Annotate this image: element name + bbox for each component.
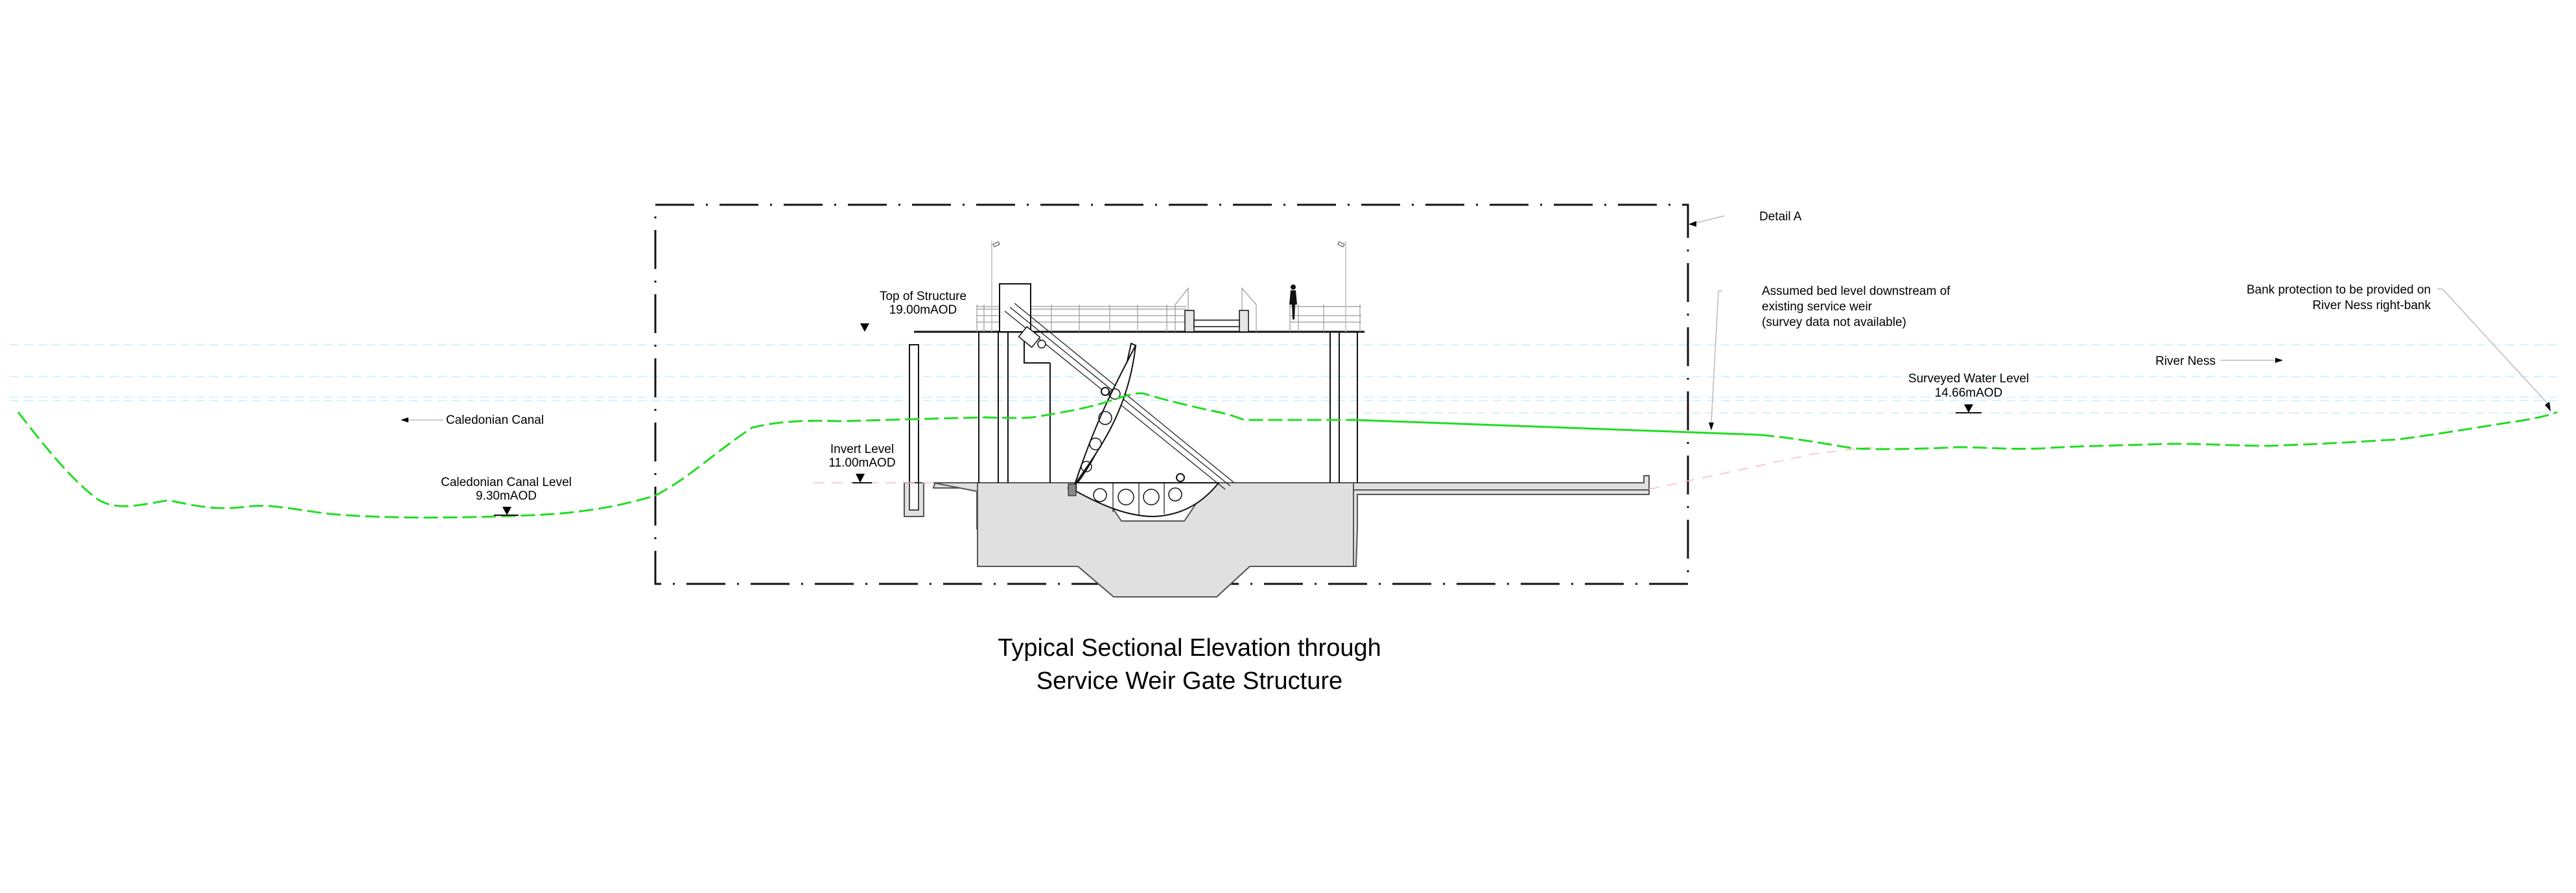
gate-body (1074, 345, 1136, 485)
cctv-pole-left (991, 241, 1000, 332)
pivot (1037, 340, 1046, 349)
ground-profile-left (17, 392, 1355, 519)
gate-void (1143, 489, 1160, 505)
top-of-structure-label: Top of Structure (880, 290, 966, 303)
gate-void (1118, 489, 1134, 505)
gate-void (1093, 488, 1107, 502)
down-triangle-icon (856, 474, 865, 483)
down-triangle-icon (860, 323, 869, 332)
caledonian-canal-label: Caledonian Canal (446, 413, 544, 427)
arrow-left-icon (1689, 221, 1696, 227)
camera-icon (1337, 241, 1345, 248)
river-ness-label: River Ness (2155, 354, 2216, 368)
caledonian-canal-level-value: 9.30mAOD (476, 489, 537, 503)
control-kiosk (999, 283, 1031, 332)
bank-protection-label-line1: Bank protection to be provided on (2247, 283, 2431, 297)
top-of-structure-level: 19.00mAOD (889, 303, 957, 317)
assumed-bed-label-line3: (survey data not available) (1762, 316, 1906, 329)
water-reference-lines (10, 344, 2560, 413)
ground-profile-right (1759, 411, 2558, 450)
hinge-block (1068, 483, 1077, 496)
level-marker-canal (494, 507, 519, 516)
detail-a-label: Detail A (1759, 210, 1802, 224)
level-marker-surveyed-water (1956, 404, 1982, 413)
cutoff-post-base (909, 482, 919, 511)
gate-void (1168, 487, 1182, 502)
ground-profile-bed (1354, 419, 1761, 436)
gate-body (1075, 482, 1221, 518)
concrete-base (933, 475, 1650, 597)
caledonian-canal-level-label: Caledonian Canal Level (441, 476, 572, 489)
rail-posts (976, 305, 1361, 332)
gate-void (1081, 461, 1092, 472)
gate-leaf-raised (1068, 342, 1137, 492)
cutoff-post (909, 344, 919, 504)
arrow-right-icon (2275, 358, 2283, 363)
pivot (1101, 387, 1110, 396)
down-triangle-icon (2545, 402, 2551, 412)
down-triangle-icon (1709, 423, 1714, 430)
down-triangle-icon (502, 507, 511, 515)
gate-void (1089, 437, 1102, 450)
footbridge (1193, 319, 1240, 327)
bank-protection-label-line2: River Ness right-bank (2312, 299, 2431, 312)
pivot (1176, 473, 1185, 482)
detail-a-leader (1692, 215, 1725, 224)
drawing-title-line1: Typical Sectional Elevation through (998, 634, 1381, 662)
deck-railing (976, 287, 1361, 332)
cctv-pole-right (1337, 241, 1346, 332)
assumed-bed-line (1648, 445, 1882, 490)
person-icon (1289, 284, 1297, 319)
assumed-bed-leader (1711, 290, 1722, 423)
actuator-head (1018, 325, 1041, 349)
downstream-apron (1353, 475, 1650, 491)
piers (978, 332, 1358, 483)
actuator-housing (1024, 332, 1050, 364)
arrow-left-icon (401, 417, 408, 423)
camera-icon (992, 241, 1000, 248)
gate-leaf-lowered (1068, 482, 1221, 518)
gate-void (1109, 388, 1121, 400)
assumed-bed-label-line1: Assumed bed level downstream of (1762, 284, 1950, 298)
bridge-support (1239, 310, 1249, 332)
level-marker-top-of-structure (860, 323, 869, 332)
surveyed-water-level-value: 14.66mAOD (1935, 386, 2003, 400)
down-triangle-icon (1964, 404, 1973, 413)
assumed-bed-label-line2: existing service weir (1762, 300, 1873, 314)
bank-protection-leader (2437, 288, 2551, 408)
invert-level-label: Invert Level (830, 443, 894, 456)
bridge-support (1184, 310, 1195, 332)
invert-level-value: 11.00mAOD (828, 456, 895, 470)
gate-void (1098, 411, 1112, 425)
drawing-title-line2: Service Weir Gate Structure (1036, 667, 1342, 695)
surveyed-water-level-label: Surveyed Water Level (1908, 372, 2029, 386)
level-marker-invert (852, 474, 872, 483)
